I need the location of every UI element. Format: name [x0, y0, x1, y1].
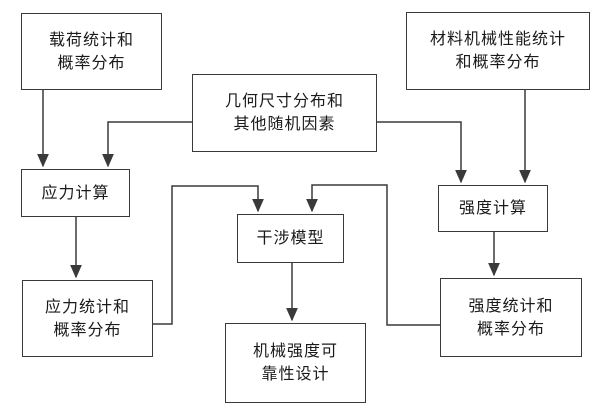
connector-stress-stats-to-interference [153, 185, 264, 325]
node-geometry-random-factors: 几何尺寸分布和 其他随机因素 [192, 74, 377, 152]
node-strength-statistics: 强度统计和 概率分布 [440, 278, 582, 357]
node-stress-statistics: 应力统计和 概率分布 [22, 280, 153, 357]
node-material-properties-statistics: 材料机械性能统计 和概率分布 [406, 12, 590, 90]
node-interference-model: 干涉模型 [237, 214, 344, 263]
connector-geometry-to-stress-calc [102, 121, 192, 168]
node-mechanical-reliability-design: 机械强度可 靠性设计 [225, 323, 366, 403]
node-load-statistics: 载荷统计和 概率分布 [21, 13, 162, 90]
node-stress-calculation: 应力计算 [21, 169, 130, 217]
node-strength-calculation: 强度计算 [438, 185, 548, 232]
connector-geometry-to-strength-calc [377, 121, 467, 184]
connector-strength-stats-to-interference [306, 184, 440, 326]
